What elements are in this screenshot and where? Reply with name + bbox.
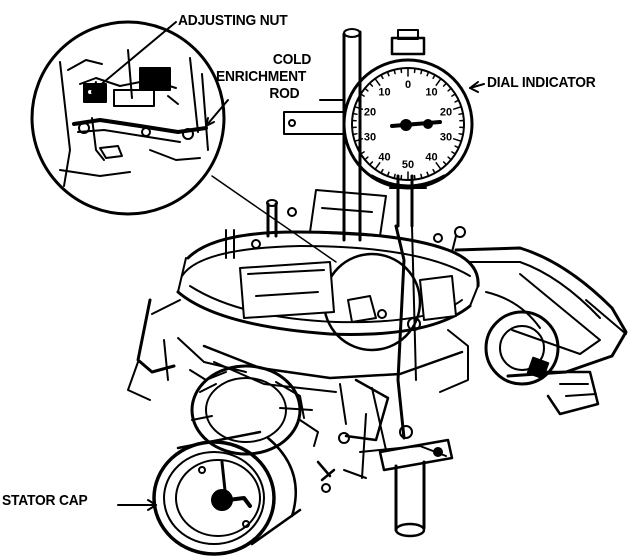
dial-tick: [393, 69, 396, 75]
dial-tick: [359, 151, 365, 155]
dial-tick: [413, 67, 416, 74]
dial-numeral: 40: [378, 151, 390, 163]
enrichment-rod-leader: [205, 99, 229, 127]
dial-numeral: 20: [440, 107, 452, 119]
dial-tick: [454, 99, 460, 103]
dial-numeral: 30: [364, 131, 376, 143]
inset-leader-line: [211, 175, 337, 263]
dial-tick: [356, 145, 362, 149]
dial-tick: [386, 171, 390, 177]
dial-tick: [368, 161, 374, 166]
dial-tick: [435, 162, 442, 171]
dial-tick: [353, 105, 364, 110]
dial-tick: [356, 99, 362, 103]
dial-tick: [447, 87, 452, 92]
dial-numeral: 10: [378, 87, 390, 99]
dial-tick: [426, 171, 430, 177]
dial-tick: [413, 174, 416, 181]
dial-numeral: 0: [405, 79, 411, 91]
dial-tick: [435, 77, 442, 86]
dial-tick: [400, 67, 403, 74]
dial-tick: [452, 138, 463, 143]
dial-tick: [400, 174, 403, 181]
dial-numeral: 40: [425, 151, 437, 163]
dial-tick: [352, 112, 358, 116]
dial-tick: [359, 93, 365, 97]
dial-tick: [447, 156, 452, 161]
dial-tick: [426, 71, 430, 77]
dial-tick: [432, 74, 436, 80]
dial-tick: [451, 151, 457, 155]
dial-tick: [380, 168, 384, 174]
dial-tick: [442, 82, 448, 87]
dial-tick: [452, 105, 463, 110]
stator-cap-label: STATOR CAP: [2, 492, 88, 509]
dial-tick: [374, 162, 381, 171]
dial-tick: [458, 112, 464, 116]
dial-numeral: 10: [425, 87, 437, 99]
dial-tick: [451, 93, 457, 97]
dial-tick: [420, 69, 423, 75]
dial-tick: [364, 87, 369, 92]
dial-tick: [458, 132, 464, 136]
carburetor-body: [127, 189, 628, 538]
cold-label: COLD: [272, 51, 312, 68]
dial-numeral: 20: [364, 107, 376, 119]
adjusting-nut-leader: [91, 21, 177, 93]
dial-tick: [420, 173, 423, 179]
dial-tick: [380, 74, 384, 80]
enrichment-label: ENRICHMENT: [216, 68, 307, 85]
dial-numeral: 30: [440, 131, 452, 143]
dial-tick: [368, 82, 374, 87]
dial-tick: [386, 71, 390, 77]
dial-tick: [374, 77, 381, 86]
dial-tick: [393, 173, 396, 179]
dial-tick: [454, 145, 460, 149]
dial-tick: [364, 156, 369, 161]
dial-indicator-label: DIAL INDICATOR: [487, 74, 596, 91]
rod-label: ROD: [269, 85, 300, 102]
dial-tick: [353, 138, 364, 143]
stator-cap: [152, 430, 302, 556]
dial-indicator: [342, 29, 474, 190]
dial-tick: [432, 168, 436, 174]
dial-numeral: 50: [402, 159, 414, 171]
inset-detail-circle: [30, 20, 226, 216]
choke-housing: [189, 364, 305, 456]
dial-tick: [352, 132, 358, 136]
adjusting-nut-label: ADJUSTING NUT: [178, 12, 288, 29]
dial-tick: [442, 161, 448, 166]
